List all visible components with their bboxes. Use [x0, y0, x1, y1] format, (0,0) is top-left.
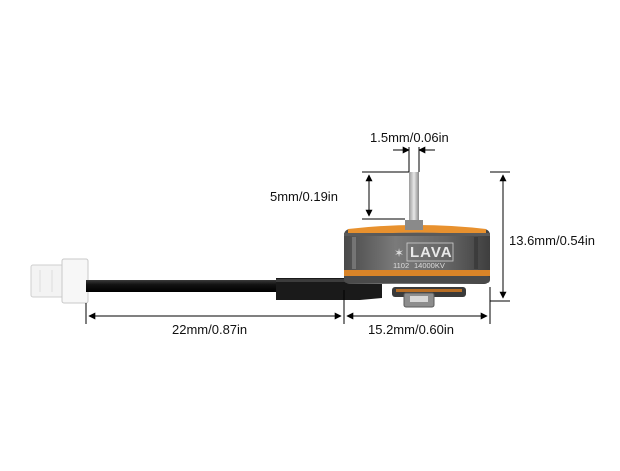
dim-motor-diameter: 15.2mm/0.60in — [346, 287, 491, 337]
motor-body: ✶ LAVA 1102 14000KV — [344, 225, 490, 308]
dim-wire-length: 22mm/0.87in — [85, 290, 345, 337]
motor-wire — [86, 278, 382, 300]
star-logo-icon: ✶ — [394, 246, 404, 260]
motor-diameter-label: 15.2mm/0.60in — [368, 322, 454, 337]
wire-length-label: 22mm/0.87in — [172, 322, 247, 337]
dim-motor-height: 13.6mm/0.54in — [490, 171, 595, 302]
motor-kv-label: 14000KV — [414, 261, 445, 270]
dim-shaft-diameter: 1.5mm/0.06in — [370, 130, 449, 172]
dim-shaft-length: 5mm/0.19in — [270, 171, 409, 220]
motor-brand-label: LAVA — [410, 244, 453, 261]
motor-shaft — [405, 172, 423, 230]
motor-model-label: 1102 — [393, 261, 409, 270]
shaft-length-label: 5mm/0.19in — [270, 189, 338, 204]
connector-plug — [30, 258, 89, 304]
shaft-diameter-label: 1.5mm/0.06in — [370, 130, 449, 145]
motor-height-label: 13.6mm/0.54in — [509, 233, 595, 248]
